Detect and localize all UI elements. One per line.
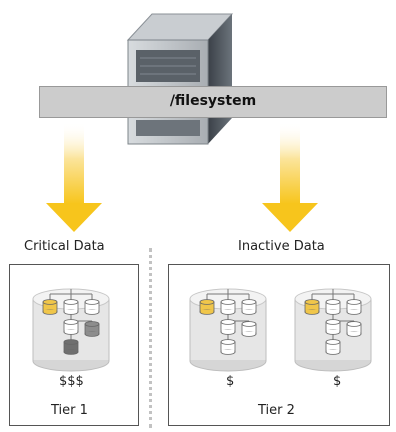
tier-1-box [9,264,139,426]
filesystem-bar: /filesystem [39,86,387,118]
disk-icon [325,339,341,355]
disk-icon [241,321,257,337]
disk-icon [346,321,362,337]
tier-1-cost: $$$ [59,374,84,389]
server-icon [126,13,234,145]
tier-2-cost-2: $ [333,374,342,389]
down-arrow-icon [46,122,102,232]
tier-2-cost-1: $ [226,374,235,389]
disk-tree-icon [304,289,362,355]
disk-icon [84,321,100,337]
disk-icon [220,319,236,335]
storage-cylinder-icon [32,288,110,372]
disk-icon [325,319,341,335]
disk-icon [220,339,236,355]
disk-icon [241,299,257,315]
disk-icon [199,299,215,315]
tier-1-label: Tier 1 [51,403,88,418]
storage-cylinder-icon [189,288,267,372]
tier-2-label: Tier 2 [258,403,295,418]
disk-icon [42,299,58,315]
disk-icon [63,319,79,335]
disk-icon [63,299,79,315]
disk-icon [325,299,341,315]
down-arrow-icon [262,122,318,232]
storage-cylinder-icon [294,288,372,372]
disk-icon [220,299,236,315]
disk-icon [346,299,362,315]
tier-2-box [168,264,390,426]
disk-icon [84,299,100,315]
inactive-data-heading: Inactive Data [238,239,325,254]
disk-icon [63,339,79,355]
critical-data-heading: Critical Data [24,239,105,254]
disk-icon [304,299,320,315]
section-divider [149,248,152,428]
filesystem-label: /filesystem [169,93,257,109]
disk-tree-icon [199,289,257,355]
disk-tree-icon [42,289,100,355]
